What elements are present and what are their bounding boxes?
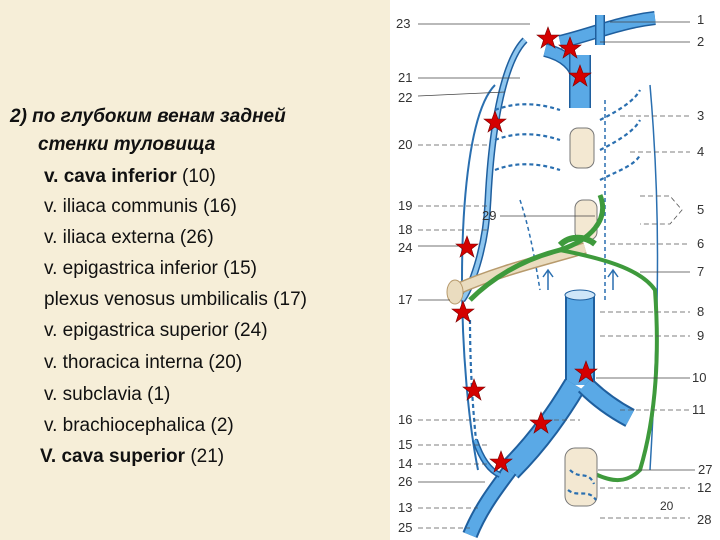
diagram-label: 2	[697, 34, 704, 49]
vein-number: (1)	[141, 384, 171, 405]
vein-item: v. thoracica interna (20)	[44, 352, 242, 374]
diagram-label: 19	[398, 198, 412, 213]
vein-number: (24)	[228, 320, 268, 341]
diagram-label: 17	[398, 292, 412, 307]
vein-number: (15)	[217, 258, 257, 279]
anatomy-diagram-panel	[390, 0, 720, 540]
body-outline	[460, 84, 496, 471]
vein-item: v. brachiocephalica (2)	[44, 415, 234, 437]
diagram-label: 4	[697, 144, 704, 159]
vein-number: (26)	[174, 227, 214, 248]
diagram-label: 21	[398, 70, 412, 85]
vein-name: v. iliaca externa	[44, 227, 175, 248]
diagram-label: 26	[398, 474, 412, 489]
vein-name: v. epigastrica inferior	[44, 258, 218, 279]
vein-item: v. iliaca communis (16)	[44, 196, 237, 218]
diagram-label: 5	[697, 202, 704, 217]
heading-line-1: 2) по глубоким венам задней	[10, 106, 286, 127]
vein-number: (17)	[267, 289, 307, 310]
vein-name: v. iliaca communis	[44, 196, 198, 217]
vein-name: v. brachiocephalica	[44, 415, 206, 436]
vein-name: v. thoracica interna	[44, 352, 204, 373]
diagram-label: 10	[692, 370, 706, 385]
portocaval-anastomosis	[468, 194, 606, 302]
diagram-label: 18	[398, 222, 412, 237]
vein-item: v. epigastrica superior (24)	[44, 320, 268, 342]
heading-line-2: стенки туловища	[38, 134, 216, 155]
esophagus	[569, 127, 595, 169]
page-number: 20	[660, 499, 674, 513]
vein-name: v. epigastrica superior	[44, 320, 229, 341]
diagram-label: 8	[697, 304, 704, 319]
diagram-label: 15	[398, 437, 412, 452]
vein-name: V. cava superior	[40, 446, 186, 467]
diagram-label: 22	[398, 90, 412, 105]
vein-name: v. cava inferior	[44, 166, 177, 187]
route-marker	[455, 235, 479, 258]
diagram-label: 6	[697, 236, 704, 251]
vein-number: (20)	[203, 352, 243, 373]
diagram-label: 7	[697, 264, 704, 279]
vein-item: v. cava inferior (10)	[44, 166, 216, 188]
rectum	[564, 447, 598, 507]
umbilicus	[446, 279, 464, 305]
vein-item: v. epigastrica inferior (15)	[44, 258, 257, 280]
vein-name: plexus venosus umbilicalis	[44, 289, 268, 310]
diagram-label: 11	[692, 402, 706, 417]
vein-item: plexus venosus umbilicalis (17)	[44, 289, 307, 311]
diagram-label: 27	[698, 462, 712, 477]
text-panel: 2) по глубоким венам задней стенки тулов…	[10, 106, 307, 468]
diagram-label: 1	[697, 12, 704, 27]
vein-number: (2)	[205, 415, 234, 436]
vein-number: (21)	[185, 446, 225, 467]
diagram-label: 12	[697, 480, 711, 495]
vein-item: v. subclavia (1)	[44, 384, 170, 406]
diagram-label: 9	[697, 328, 704, 343]
diagram-label: 24	[398, 240, 412, 255]
vein-number: (16)	[197, 196, 237, 217]
diagram-label: 25	[398, 520, 412, 535]
vein-item: v. iliaca externa (26)	[44, 227, 214, 249]
diagram-label: 28	[697, 512, 711, 527]
vein-number: (10)	[176, 166, 216, 187]
diagram-label: 13	[398, 500, 412, 515]
vein-item: V. cava superior (21)	[40, 446, 224, 468]
diagram-label: 20	[398, 137, 412, 152]
vein-name: v. subclavia	[44, 384, 142, 405]
diagram-label: 29	[482, 208, 496, 223]
diagram-label: 16	[398, 412, 412, 427]
diagram-label: 23	[396, 16, 410, 31]
internal-thoracic-vein	[459, 37, 528, 303]
diagram-label: 14	[398, 456, 412, 471]
diagram-label: 3	[697, 108, 704, 123]
